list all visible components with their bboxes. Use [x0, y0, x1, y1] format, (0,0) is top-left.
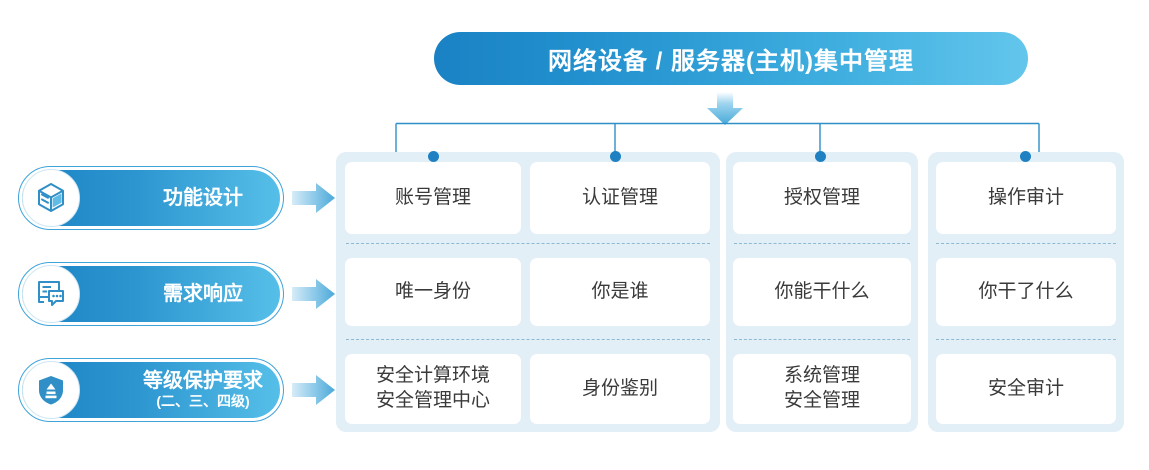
cell-1-0[interactable]: 唯一身份 — [345, 258, 521, 326]
row-separator-left-2 — [346, 339, 710, 340]
cell-1-1[interactable]: 你是谁 — [530, 258, 710, 326]
down-arrow-icon — [705, 92, 745, 125]
cell-2-1[interactable]: 身份鉴别 — [530, 354, 710, 424]
cell-0-0[interactable]: 账号管理 — [345, 162, 521, 234]
connector-dot-2 — [815, 151, 826, 162]
row-separator-col3-1 — [734, 243, 910, 244]
row-ring-2 — [18, 358, 284, 422]
cell-1-2[interactable]: 你能干什么 — [733, 258, 911, 326]
row-arrow-icon-2 — [292, 373, 336, 407]
row-separator-col3-2 — [734, 339, 910, 340]
row-ring-1 — [18, 262, 284, 326]
cell-text-0-3: 操作审计 — [987, 186, 1064, 208]
cell-text-2-0: 安全计算环境 安全管理中心 — [375, 365, 490, 411]
bracket-connector — [390, 118, 1045, 168]
connector-dot-0 — [428, 151, 439, 162]
cell-0-3[interactable]: 操作审计 — [936, 162, 1116, 234]
cell-text-0-1: 认证管理 — [581, 186, 658, 208]
row-separator-col4-2 — [936, 339, 1116, 340]
cell-text-2-3: 安全审计 — [987, 377, 1064, 399]
cell-text-0-2: 授权管理 — [783, 186, 860, 208]
cell-text-1-1: 你是谁 — [591, 280, 649, 302]
sidebar-item-label-2: 等级保护要求 (二、三、四级) — [143, 370, 263, 410]
cell-text-2-1: 身份鉴别 — [581, 377, 658, 399]
cell-0-1[interactable]: 认证管理 — [530, 162, 710, 234]
shield-icon — [22, 361, 80, 419]
sidebar-item-label-0: 功能设计 — [163, 186, 243, 209]
main-title-text: 网络设备 / 服务器(主机)集中管理 — [548, 48, 914, 75]
cell-1-3[interactable]: 你干了什么 — [936, 258, 1116, 326]
row-arrow-icon-1 — [292, 277, 336, 311]
cell-2-2[interactable]: 系统管理 安全管理 — [733, 354, 911, 424]
connector-dot-1 — [610, 151, 621, 162]
cell-2-3[interactable]: 安全审计 — [936, 354, 1116, 424]
row-separator-left-1 — [346, 243, 710, 244]
row-arrow-icon-0 — [292, 181, 336, 215]
main-title-banner: 网络设备 / 服务器(主机)集中管理 — [434, 32, 1028, 85]
cell-text-2-2: 系统管理 安全管理 — [783, 365, 860, 411]
connector-dot-3 — [1020, 151, 1031, 162]
cell-text-1-0: 唯一身份 — [394, 280, 471, 302]
document-chat-icon — [22, 265, 80, 323]
cell-text-1-2: 你能干什么 — [774, 280, 870, 302]
cell-0-2[interactable]: 授权管理 — [733, 162, 911, 234]
row-ring-0 — [18, 166, 284, 230]
cell-2-0[interactable]: 安全计算环境 安全管理中心 — [345, 354, 521, 424]
row-separator-col4-1 — [936, 243, 1116, 244]
cell-text-1-3: 你干了什么 — [978, 280, 1074, 302]
cube-icon — [22, 169, 80, 227]
cell-text-0-0: 账号管理 — [394, 186, 471, 208]
sidebar-item-label-1: 需求响应 — [163, 282, 243, 305]
